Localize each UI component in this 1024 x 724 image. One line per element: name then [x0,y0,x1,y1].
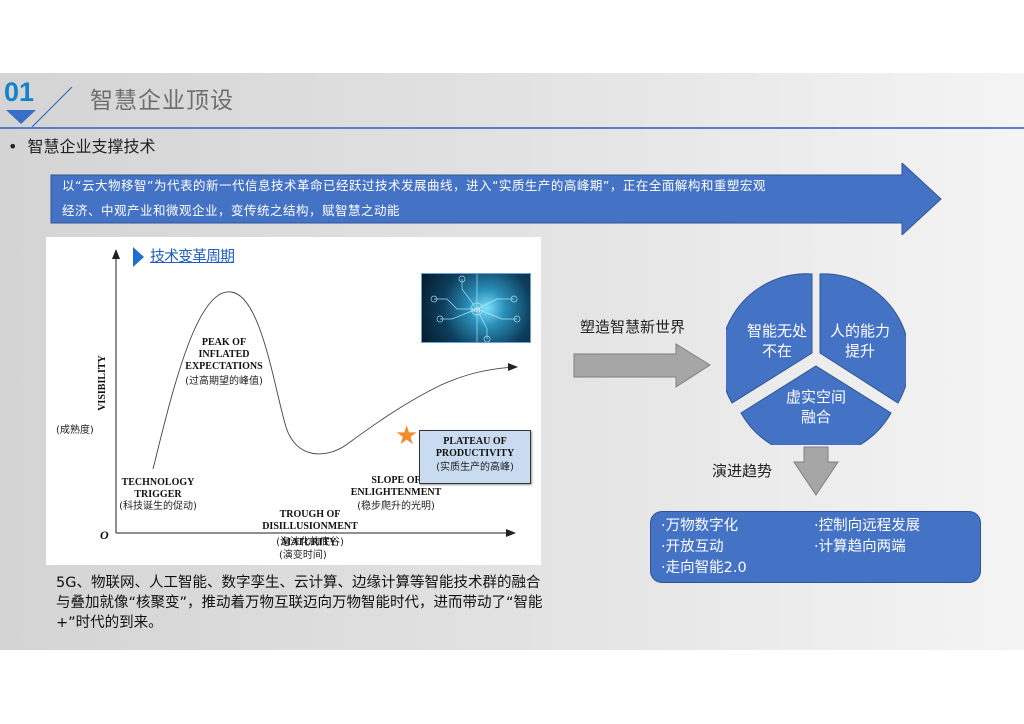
phase-label: ENLIGHTENMENT [350,487,442,498]
pie-label-line: 智能无处 [746,322,807,340]
page-title: 智慧企业顶设 [90,88,234,114]
photo-label: IoT [472,307,481,314]
pie-label-line: 不在 [761,342,792,360]
bullet-icon: • [8,137,18,156]
trend-item: ·计算趋向两端 [814,539,906,555]
phase-label-zh: (稳步爬升的光明) [357,501,435,512]
section-triangle-icon [6,110,36,124]
phase-label-zh: (实质生产的高峰) [436,462,514,473]
phase-label: PEAK OF [201,337,247,348]
subheading: • 智慧企业支撑技术 [8,136,155,158]
subheading-text: 智慧企业支撑技术 [27,137,156,156]
banner-line-2: 经济、中观产业和微观企业，变传统之结构，赋智慧之动能 [62,203,401,218]
phase-slope: SLOPE OF ENLIGHTENMENT (稳步爬升的光明) [346,475,446,513]
trend-box: ·万物数字化 ·开放互动 ·走向智能2.0 ·控制向远程发展 ·计算趋向两端 [650,511,981,583]
trend-item: ·万物数字化 [661,518,739,534]
phase-peak: PEAK OF INFLATED EXPECTATIONS (过高期望的峰值) [174,337,274,388]
x-axis-label: MATURITY [281,537,337,548]
header-underline [0,127,1024,129]
phase-label: PRODUCTIVITY [435,448,515,459]
right-arrow-icon [573,343,711,388]
pie-segment-intelligence-everywhere: 智能无处 不在 [737,321,817,361]
star-icon: ★ [395,421,419,451]
phase-trough-main: TROUGH OF DISILLUSIONMENT (泡沫化的底谷) [254,509,366,549]
phase-plateau-box: PLATEAU OF PRODUCTIVITY (实质生产的高峰) [419,430,531,484]
phase-label: TECHNOLOGY [121,477,195,488]
down-arrow-icon [793,446,839,496]
banner-arrow-shape [50,163,942,235]
hype-cycle-curve [112,249,518,537]
phase-label-zh: (过高期望的峰值) [185,376,263,387]
header-slash-divider [31,86,73,127]
pie-label-line: 提升 [844,342,875,360]
section-number: 01 [4,77,35,107]
y-axis-sublabel: (成熟度) [56,425,94,436]
hype-cycle-diagram: 技术变革周期 IoT VISIBIL [46,237,541,565]
phase-label: EXPECTATIONS [185,361,263,372]
chart-title-link[interactable]: 技术变革周期 [150,247,235,265]
phase-label: SLOPE OF [371,475,421,486]
slide: 01 智慧企业顶设 • 智慧企业支撑技术 以“云大物移智”为代表的新一代信息技术革… [0,73,1024,650]
arrow-label: 塑造智慧新世界 [580,318,686,336]
banner-text: 以“云大物移智”为代表的新一代信息技术革命已经跃过技术发展曲线，进入“实质生产的… [62,173,902,223]
pie-diagram [726,273,906,445]
trend-label: 演进趋势 [712,462,773,480]
banner-line-1: 以“云大物移智”为代表的新一代信息技术革命已经跃过技术发展曲线，进入“实质生产的… [62,178,766,193]
origin-label: O [100,528,109,542]
phase-label: PLATEAU OF [443,436,507,447]
pie-segment-virtual-real-fusion: 虚实空间 融合 [776,387,856,427]
trend-item: ·开放互动 [661,539,724,555]
description-text: 5G、物联网、人工智能、数字孪生、云计算、边缘计算等智能技术群的融合与叠加就像“… [56,575,543,631]
phase-label: DISILLUSIONMENT [262,521,358,532]
pie-label-line: 虚实空间 [785,388,846,406]
trend-item: ·走向智能2.0 [661,560,747,576]
iot-circuit-photo: IoT [421,273,531,343]
phase-technology-trigger: TECHNOLOGY TRIGGER (科技诞生的促动) [108,477,208,513]
phase-label: INFLATED [198,349,250,360]
y-axis-label: VISIBILITY [97,355,108,411]
banner-arrow: 以“云大物移智”为代表的新一代信息技术革命已经跃过技术发展曲线，进入“实质生产的… [50,163,942,235]
pie-label-line: 人的能力 [829,322,890,340]
phase-label-zh: (泡沫化的底谷) [276,537,344,548]
phase-label: TRIGGER [134,489,182,500]
chart-title-triangle-icon [133,247,144,267]
phase-label: TROUGH OF [279,509,341,520]
pie-label-line: 融合 [800,408,831,426]
x-axis-sublabel: (演变时间) [279,550,327,561]
phase-label-zh: (科技诞生的促动) [119,501,197,512]
trend-item: ·控制向远程发展 [814,518,921,534]
pie-segment-human-capability: 人的能力 提升 [820,321,900,361]
